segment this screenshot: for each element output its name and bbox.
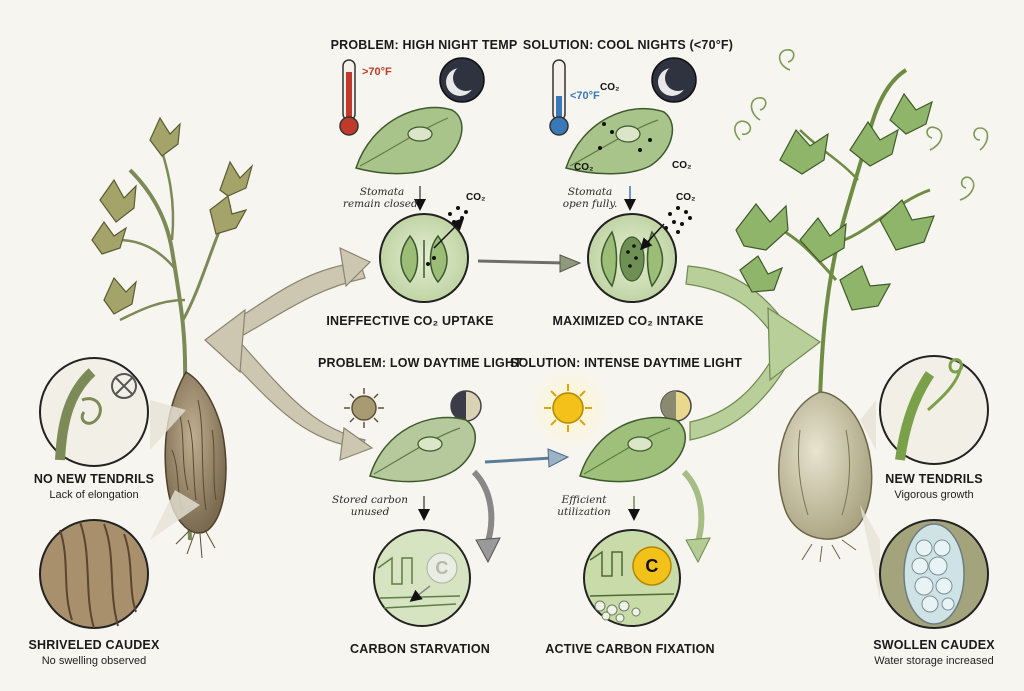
no-tendrils-title: NO NEW TENDRILS [33,472,155,486]
stomata-open-icon [587,213,677,303]
leaf-open-night [565,107,674,175]
top-left-note-line1: Stomata [359,186,405,198]
bottom-left-caption: CARBON STARVATION [350,642,490,656]
top-left-caption: INEFFECTIVE CO₂ UPTAKE [326,314,494,328]
carbon-letter-faded: C [435,558,449,578]
bright-sun-icon [544,384,592,432]
thermometer-hot-icon [339,59,359,136]
dim-sun-icon [344,388,384,428]
bottom-left-note-line1: Stored carbon [332,494,408,506]
carbon-starvation-icon [373,529,471,627]
top-right-note-line2: open fully. [562,198,618,210]
thermometer-cool-icon [549,59,569,136]
half-moon-icon-right [660,390,692,422]
co2-dots-left [448,206,468,224]
co2-label-leaf-top: CO₂ [600,82,620,93]
co2-label-leaf-bottom: CO₂ [672,160,692,171]
bottom-left-note-line2: unused [350,506,390,518]
moon-icon-right [651,57,697,103]
new-tendrils-sub: Vigorous growth [894,489,974,501]
top-right-note-line1: Stomata [567,186,613,198]
swollen-caudex-sub: Water storage increased [874,655,994,667]
shriveled-caudex-sub: No swelling observed [41,655,147,667]
inset-swollen-caudex [860,505,989,629]
curved-arrow-right [681,469,705,550]
solution-arrows [685,265,822,441]
problem-arrows [204,246,374,461]
half-moon-icon [450,390,482,422]
co2-dots-right [664,206,692,234]
bottom-right-title: SOLUTION: INTENSE DAYTIME LIGHT [509,356,743,370]
bottom-right-note-line2: utilization [557,506,611,518]
bottom-right-caption: ACTIVE CARBON FIXATION [545,642,715,656]
top-left-note-line2: remain closed. [342,198,422,210]
bottom-left-title: PROBLEM: LOW DAYTIME LIGHT [317,356,523,370]
carbon-letter-active: C [645,556,659,576]
moon-icon [439,57,485,103]
bottom-right-note: Efficient utilization [557,494,611,518]
top-right-note: Stomata open fully. [563,186,618,210]
swollen-caudex-title: SWOLLEN CAUDEX [873,638,995,652]
bottom-right-note-line1: Efficient [561,494,607,506]
bottom-left-note: Stored carbon unused [332,494,408,518]
top-left-note: Stomata remain closed. [343,186,421,210]
inset-shriveled-caudex [39,490,200,629]
co2-label-left: CO₂ [466,192,486,203]
no-tendrils-sub: Lack of elongation [49,489,139,501]
new-tendrils-title: NEW TENDRILS [885,472,983,486]
co2-label-right: CO₂ [676,192,696,203]
carbon-fixation-icon [583,529,681,627]
top-right-caption: MAXIMIZED CO₂ INTAKE [552,314,704,328]
horizontal-arrows [477,254,582,468]
leaf-low-light [369,416,477,483]
co2-label-leaf-left: CO₂ [574,162,594,173]
right-plant [734,49,989,563]
inset-new-tendrils [860,355,989,465]
cool-temp-label: <70°F [570,90,600,102]
inset-no-tendrils [39,357,186,467]
leaf-closed-night [355,106,463,175]
leaf-bright-light [579,416,687,483]
stomata-closed-icon [379,213,469,303]
hot-temp-label: >70°F [362,66,392,78]
top-left-title: PROBLEM: HIGH NIGHT TEMP [330,38,518,52]
top-right-title: SOLUTION: COOL NIGHTS (<70°F) [522,38,734,52]
curved-arrow-left [471,469,495,550]
shriveled-caudex-title: SHRIVELED CAUDEX [28,638,160,652]
